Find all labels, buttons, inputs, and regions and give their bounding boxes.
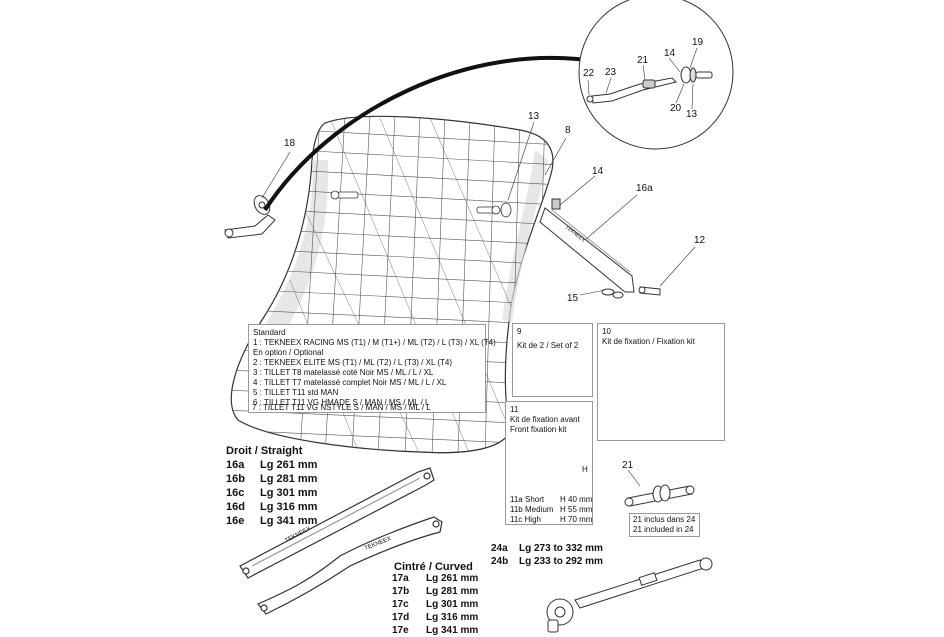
- legend-line: 2 : TEKNEEX ELITE MS (T1) / ML (T2) / L …: [253, 358, 452, 367]
- callout-13-zoom: 13: [686, 109, 698, 120]
- legend-line: 1 : TEKNEEX RACING MS (T1) / M (T1+) / M…: [253, 338, 496, 347]
- bushing-21: [624, 484, 695, 507]
- callout-15: 15: [567, 293, 579, 304]
- zoom-detail: [578, 0, 734, 150]
- box-11-h-label: H: [582, 465, 588, 474]
- callout-21-zoom: 21: [637, 55, 649, 66]
- callout-14-zoom: 14: [664, 48, 676, 59]
- callout-23: 23: [605, 67, 617, 78]
- box-21: 21 inclus dans 24 21 included in 24: [629, 513, 700, 537]
- callout-22: 22: [583, 68, 595, 79]
- box-21-line1: 21 inclus dans 24: [633, 515, 696, 524]
- adjustable-rod-24: [546, 557, 713, 633]
- seat-legend-box: Standard 1 : TEKNEEX RACING MS (T1) / M …: [248, 324, 496, 413]
- callout-12: 12: [694, 235, 706, 246]
- zoom-arc: [263, 56, 601, 212]
- curved-title: Cintré / Curved: [394, 561, 473, 573]
- box-10: 10 Kit de fixation / Fixation kit: [597, 323, 725, 441]
- box-10-number: 10: [602, 327, 611, 336]
- box-11-number: 11: [510, 405, 519, 414]
- callout-18: 18: [284, 138, 296, 149]
- callout-8: 8: [565, 125, 571, 136]
- rear-bracket-18: [224, 195, 276, 239]
- legend-line: En option / Optional: [253, 348, 324, 357]
- legend-line: 5 : TILLET T11 std MAN: [253, 388, 339, 397]
- seat-bolts: [330, 190, 512, 218]
- callout-16a: 16a: [636, 183, 653, 194]
- callout-21: 21: [622, 460, 634, 471]
- legend-line: 7 : TILLET T11 VG NSTYLE S / MAN / MS / …: [252, 403, 431, 412]
- leader-lines: [261, 121, 696, 487]
- straight-title: Droit / Straight: [226, 445, 303, 457]
- curved-bar-list: Cintré / Curved: [394, 560, 473, 574]
- callout-20: 20: [670, 103, 682, 114]
- box-21-line2: 21 included in 24: [633, 525, 694, 534]
- box-11-title-en: Front fixation kit: [510, 425, 567, 434]
- strut-bar-16a: [539, 198, 661, 299]
- legend-line: 3 : TILLET T8 matelassé coté Noir MS / M…: [253, 368, 434, 377]
- callout-13: 13: [528, 111, 540, 122]
- legend-line: 4 : TILLET T7 matelassé complet Noir MS …: [253, 378, 447, 387]
- legend-line: 6 : TILLET T11 VG HMADE S / MAN / MS / M…: [253, 398, 430, 407]
- box-9: 9 Kit de 2 / Set of 2: [512, 323, 593, 397]
- box-11: 11 Kit de fixation avant Front fixation …: [505, 401, 593, 525]
- box-10-caption: Kit de fixation / Fixation kit: [602, 337, 695, 346]
- legend-line: Standard: [253, 328, 286, 337]
- box-9-caption: Kit de 2 / Set of 2: [517, 341, 579, 350]
- box-11-title-fr: Kit de fixation avant: [510, 415, 580, 424]
- strut-bar-straight: [239, 467, 435, 579]
- callout-19: 19: [692, 37, 704, 48]
- strut-bar-curved: [257, 516, 443, 615]
- callout-14: 14: [592, 166, 604, 177]
- box-9-number: 9: [517, 327, 522, 336]
